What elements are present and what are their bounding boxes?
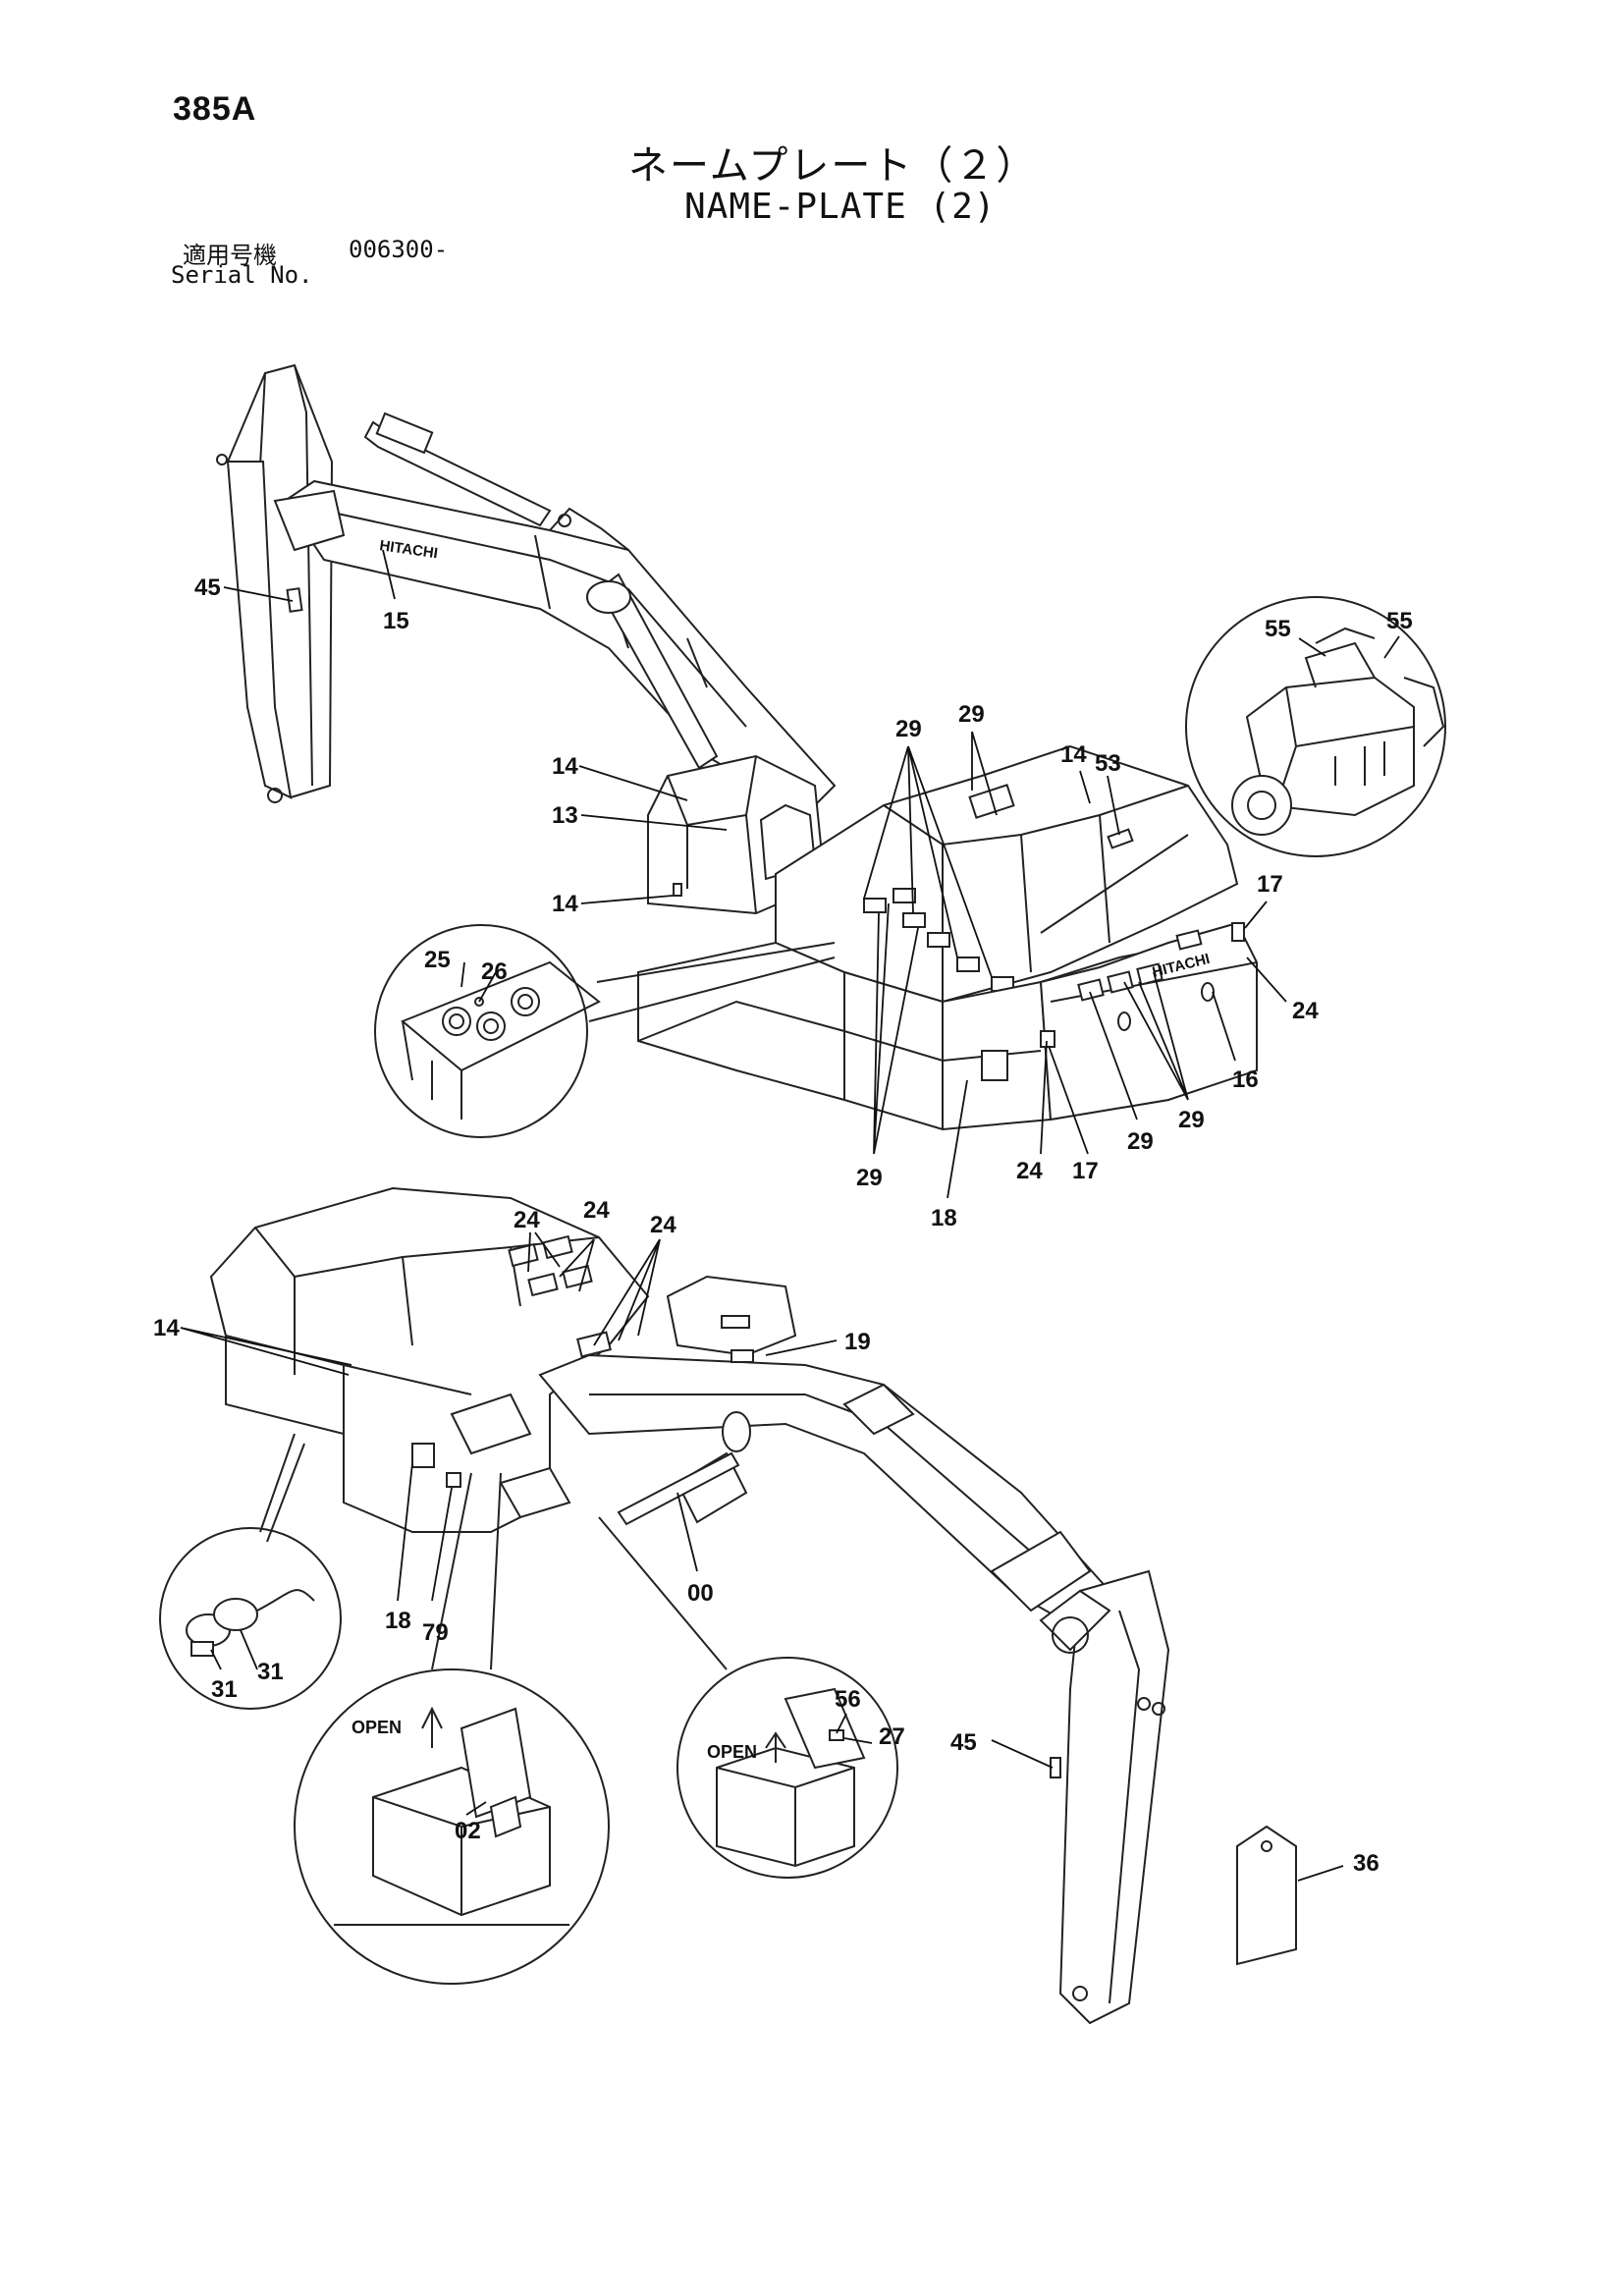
callout-79: 79 xyxy=(422,1619,449,1646)
arm-upper-view xyxy=(216,363,334,803)
callout-00: 00 xyxy=(687,1580,714,1607)
callout-02: 02 xyxy=(455,1818,481,1844)
callout-55-left: 55 xyxy=(1265,616,1291,642)
callout-31-right: 31 xyxy=(257,1659,284,1685)
lower-excavator-illustration xyxy=(209,1186,1170,2025)
page-title: NAME-PLATE (2) xyxy=(684,187,997,227)
callout-18-upper: 18 xyxy=(931,1205,957,1231)
serial-label: Serial No. xyxy=(171,261,313,289)
callout-15: 15 xyxy=(383,608,409,634)
callout-16: 16 xyxy=(1232,1066,1259,1093)
serial-label-japanese: 適用号機 xyxy=(183,242,277,269)
callout-labels: 45 15 14 13 14 25 26 29 29 14 53 55 55 1… xyxy=(153,574,1413,1877)
callout-14-cab-top: 14 xyxy=(552,753,578,780)
callout-29-top-left: 29 xyxy=(895,716,922,742)
boom-upper-view xyxy=(273,411,837,817)
detail-circle-open-box-right xyxy=(598,1516,898,1879)
callout-27: 27 xyxy=(879,1723,905,1750)
leader-lines xyxy=(180,549,1400,1882)
page-title-japanese: ネームプレート（２） xyxy=(628,143,1038,189)
callout-17-bottom: 17 xyxy=(1072,1158,1099,1184)
page-number: 385A xyxy=(173,90,257,128)
callout-29-top-right: 29 xyxy=(958,701,985,728)
callout-56: 56 xyxy=(835,1686,861,1713)
callout-14-hood: 14 xyxy=(1060,741,1087,768)
callout-45-upper: 45 xyxy=(194,574,221,601)
open-label-right: OPEN xyxy=(707,1742,757,1762)
upper-excavator-illustration: HITACHI xyxy=(216,363,1258,1131)
callout-29-bottom: 29 xyxy=(856,1165,883,1191)
callout-31-left: 31 xyxy=(211,1676,238,1703)
callout-17-top: 17 xyxy=(1257,871,1283,898)
callout-25: 25 xyxy=(424,947,451,973)
callout-13: 13 xyxy=(552,802,578,829)
callout-45-lower: 45 xyxy=(950,1729,977,1756)
detail-circle-horn xyxy=(159,1433,342,1710)
callout-24-bottom: 24 xyxy=(1016,1158,1043,1184)
callout-24-b3: 24 xyxy=(650,1212,676,1238)
callout-24-b2: 24 xyxy=(583,1197,610,1224)
callout-36: 36 xyxy=(1353,1850,1380,1877)
callout-29-right: 29 xyxy=(1178,1107,1205,1133)
callout-14-rear: 14 xyxy=(153,1315,180,1341)
callout-19: 19 xyxy=(844,1329,871,1355)
detail-circle-battery-cover xyxy=(374,924,836,1138)
callout-55-right: 55 xyxy=(1386,608,1413,634)
open-label-left: OPEN xyxy=(352,1718,402,1737)
callout-53: 53 xyxy=(1095,750,1121,777)
callout-14-cab-side: 14 xyxy=(552,891,578,917)
callout-24-b1: 24 xyxy=(514,1207,540,1233)
callout-24-right: 24 xyxy=(1292,998,1319,1024)
serial-value: 006300- xyxy=(349,236,449,263)
detail-circle-engine xyxy=(1040,596,1446,934)
callout-18-lower: 18 xyxy=(385,1608,411,1634)
callout-26: 26 xyxy=(481,958,508,985)
detail-circle-open-box-left xyxy=(294,1472,610,1985)
lower-carbody xyxy=(637,921,1258,1131)
name-tag-part-36 xyxy=(1236,1825,1297,1966)
callout-29-bottom-right: 29 xyxy=(1127,1128,1154,1155)
